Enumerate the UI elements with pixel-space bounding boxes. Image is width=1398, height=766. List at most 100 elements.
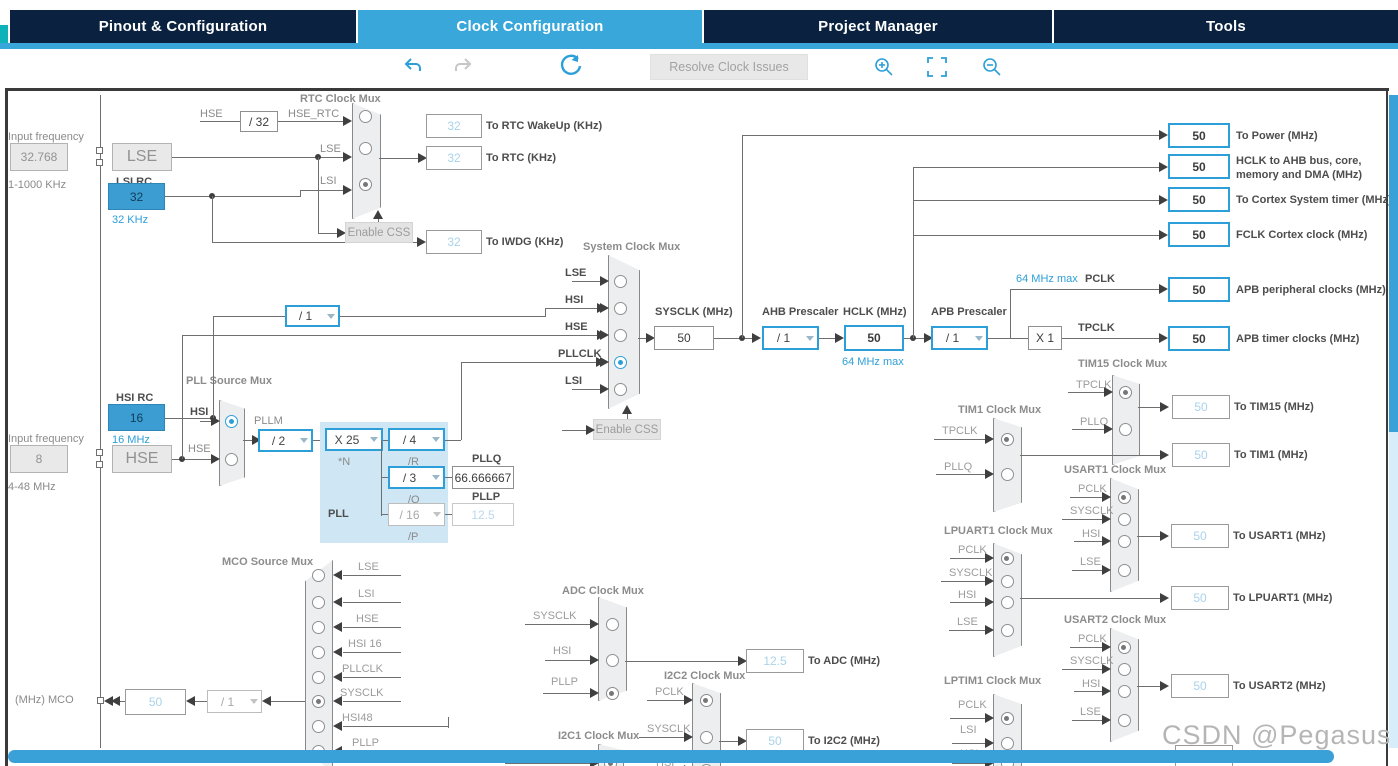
arrow-right [1159, 162, 1168, 172]
usart1-radio-pclk[interactable] [1117, 491, 1131, 504]
wire [913, 200, 1166, 201]
reset-clock-icon[interactable] [558, 53, 584, 84]
usart2-radio-pclk[interactable] [1117, 641, 1131, 654]
pll-n-dropdown[interactable]: X 25 [325, 428, 383, 451]
wire [212, 242, 418, 243]
pll-r-dropdown[interactable]: / 4 [388, 428, 445, 451]
lptim1-clock-mux-title: LPTIM1 Clock Mux [944, 675, 1042, 687]
zoom-in-icon[interactable] [873, 56, 895, 83]
lpuart1-radio-sysclk[interactable] [1000, 575, 1014, 588]
hclk-value-box[interactable]: 50 [844, 325, 904, 351]
pll-p-dropdown-value: / 16 [399, 507, 420, 522]
pll-mux-radio-hse[interactable] [225, 453, 238, 466]
pll-q-dropdown[interactable]: / 3 [388, 466, 445, 489]
output-value-box-4[interactable]: 50 [1168, 277, 1230, 302]
ahb-prescaler-dropdown[interactable]: / 1 [762, 326, 819, 350]
sysmux-radio-hse[interactable] [614, 329, 627, 342]
hse-input-frequency-field[interactable]: 8 [10, 445, 68, 473]
tim1-radio-pllq[interactable] [1000, 468, 1014, 481]
zoom-out-icon[interactable] [981, 56, 1003, 83]
usart2-radio-lse[interactable] [1117, 714, 1131, 727]
adc-radio-hsi[interactable] [605, 654, 619, 667]
chevron-down-icon [324, 313, 338, 319]
vertical-scrollbar-track[interactable] [1389, 432, 1398, 748]
wire [172, 157, 344, 158]
output-label-3: FCLK Cortex clock (MHz) [1236, 229, 1368, 241]
lpuart1-value-box: 50 [1171, 586, 1229, 610]
hsi-divider-dropdown[interactable]: / 1 [285, 305, 340, 327]
pin[interactable] [96, 159, 103, 166]
mco-radio-hsi16[interactable] [312, 646, 325, 659]
usart1-radio-lse[interactable] [1117, 564, 1131, 577]
tim15-radio-tpclk[interactable] [1119, 386, 1132, 399]
tab-project-manager[interactable]: Project Manager [704, 10, 1052, 43]
sysmux-radio-lsi[interactable] [614, 383, 627, 396]
mco-radio-lse[interactable] [312, 569, 325, 582]
apb-prescaler-dropdown[interactable]: / 1 [931, 326, 988, 350]
output-value-box-1[interactable]: 50 [1168, 154, 1230, 179]
hsi-rc-value-box[interactable]: 16 [108, 404, 165, 431]
usart2-radio-hsi[interactable] [1117, 685, 1131, 698]
mco-radio-sysclk[interactable] [312, 695, 325, 708]
pin[interactable] [96, 449, 103, 456]
i2c2-radio-pclk[interactable] [699, 694, 713, 707]
output-value-box-5[interactable]: 50 [1168, 326, 1230, 351]
adc-radio-pllp[interactable] [605, 687, 619, 700]
pllq-value-box[interactable]: 66.666667 [452, 466, 514, 489]
wire [913, 235, 1166, 236]
tim1-radio-tpclk[interactable] [1000, 433, 1014, 446]
tim1-clock-mux-title: TIM1 Clock Mux [958, 404, 1042, 416]
sysmux-radio-lse[interactable] [614, 275, 627, 288]
lsi-rc-value-box[interactable]: 32 [108, 183, 165, 210]
usart2-radio-sysclk[interactable] [1117, 663, 1131, 676]
arrow-right [1160, 450, 1169, 460]
lpuart1-radio-pclk[interactable] [1000, 552, 1014, 565]
tim1-input-label-pllq: PLLQ [944, 461, 973, 473]
undo-icon[interactable] [402, 56, 424, 81]
fit-to-screen-icon[interactable] [926, 56, 948, 83]
usart1-radio-sysclk[interactable] [1117, 513, 1131, 526]
horizontal-scrollbar-thumb[interactable] [8, 750, 1334, 763]
wire [572, 281, 604, 282]
rtc-wakeup-value-box: 32 [426, 114, 482, 138]
wire [448, 717, 449, 728]
rtc-mux-radio-hse-rtc[interactable] [359, 110, 372, 123]
mco-radio-pllclk[interactable] [312, 671, 325, 684]
sysmux-radio-hsi[interactable] [614, 302, 627, 315]
tab-clock-configuration[interactable]: Clock Configuration [358, 10, 702, 43]
tab-pinout-configuration[interactable]: Pinout & Configuration [10, 10, 356, 43]
lptim1-radio-pclk[interactable] [1000, 712, 1014, 725]
tim15-radio-pllq[interactable] [1119, 423, 1132, 436]
pllm-dropdown[interactable]: / 2 [258, 429, 313, 452]
output-value-box-0[interactable]: 50 [1168, 123, 1230, 148]
output-value-box-2[interactable]: 50 [1168, 187, 1230, 212]
tab-tools[interactable]: Tools [1054, 10, 1398, 43]
rtc-mux-radio-lsi[interactable] [359, 178, 372, 191]
rtc-mux-radio-lse[interactable] [359, 142, 372, 155]
vertical-scrollbar-thumb[interactable] [1389, 95, 1398, 432]
corner-accent [0, 25, 8, 43]
adc-radio-sysclk[interactable] [605, 618, 619, 631]
sysclk-value-box[interactable]: 50 [654, 326, 714, 350]
mco-radio-hsi48[interactable] [312, 720, 325, 733]
mco-radio-lsi[interactable] [312, 596, 325, 609]
lse-input-frequency-field[interactable]: 32.768 [10, 143, 68, 171]
adc-value-box: 12.5 [746, 649, 804, 673]
system-enable-css-button[interactable]: Enable CSS [593, 419, 661, 440]
arrow-right [343, 152, 352, 162]
lptim1-radio-lsi[interactable] [1000, 737, 1014, 750]
pin[interactable] [96, 461, 103, 468]
mco-radio-hse[interactable] [312, 621, 325, 634]
output-value-box-3[interactable]: 50 [1168, 222, 1230, 247]
lpuart1-radio-lse[interactable] [1000, 624, 1014, 637]
i2c2-radio-sysclk[interactable] [699, 731, 713, 744]
rtc-enable-css-button[interactable]: Enable CSS [345, 222, 413, 243]
pll-mux-radio-hsi[interactable] [225, 415, 238, 428]
sysmux-radio-pllclk[interactable] [614, 356, 627, 369]
wire [1138, 407, 1160, 408]
lpuart1-radio-hsi[interactable] [1000, 596, 1014, 609]
pin[interactable] [97, 697, 104, 704]
pin[interactable] [96, 147, 103, 154]
usart1-radio-hsi[interactable] [1117, 535, 1131, 548]
adc-clock-mux [598, 597, 627, 701]
